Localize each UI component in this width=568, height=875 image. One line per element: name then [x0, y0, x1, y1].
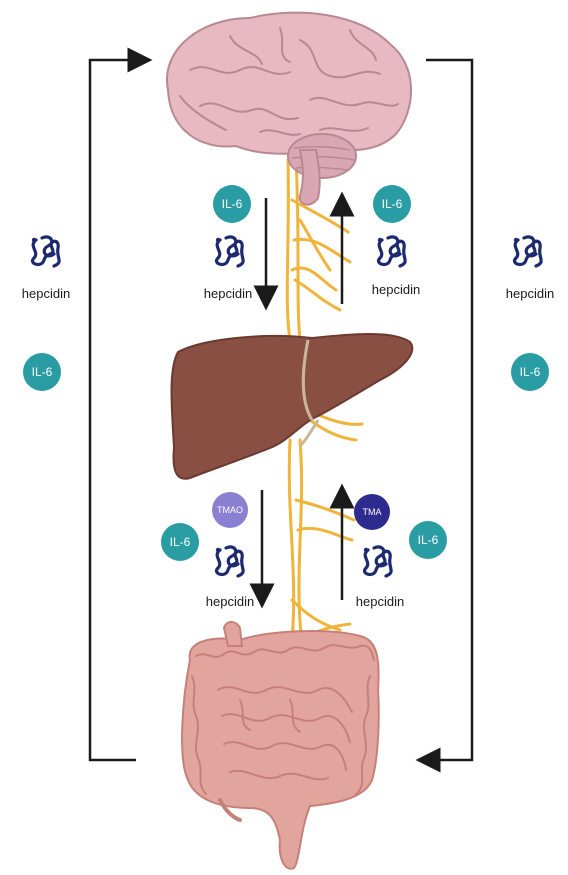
svg-text:IL-6: IL-6	[382, 197, 403, 211]
svg-text:TMA: TMA	[363, 507, 382, 517]
hepcidin-label-upper-right: hepcidin	[372, 282, 420, 297]
hepcidin-label-upper-left: hepcidin	[204, 286, 252, 301]
svg-text:IL-6: IL-6	[222, 197, 243, 211]
hepcidin-protein-icon	[216, 547, 243, 576]
hepcidin-protein-icon	[32, 237, 59, 266]
il6-badge-lower-left: IL-6	[161, 523, 199, 561]
hepcidin-label-left: hepcidin	[22, 286, 70, 301]
il6-badge-left: IL-6	[23, 353, 61, 391]
svg-text:IL-6: IL-6	[32, 365, 53, 379]
hepcidin-protein-icon	[514, 237, 541, 266]
hepcidin-protein-icon	[378, 237, 405, 266]
left-loop-arrow	[90, 60, 140, 760]
hepcidin-label-lower-left: hepcidin	[206, 594, 254, 609]
il6-badge-lower-right: IL-6	[409, 521, 447, 559]
svg-text:IL-6: IL-6	[170, 535, 191, 549]
hepcidin-protein-icon	[364, 547, 391, 576]
svg-text:IL-6: IL-6	[520, 365, 541, 379]
tma-badge: TMA	[354, 494, 390, 530]
intestine-icon	[182, 622, 379, 869]
hepcidin-protein-icon	[216, 237, 243, 266]
hepcidin-label-lower-right: hepcidin	[356, 594, 404, 609]
right-loop-arrow	[426, 60, 472, 760]
hepcidin-label-right: hepcidin	[506, 286, 554, 301]
svg-text:IL-6: IL-6	[418, 533, 439, 547]
il6-badge-upper-left: IL-6	[213, 185, 251, 223]
svg-text:TMAO: TMAO	[217, 505, 243, 515]
il6-badge-right: IL-6	[511, 353, 549, 391]
il6-badge-upper-right: IL-6	[373, 185, 411, 223]
liver-icon	[172, 334, 413, 479]
tmao-badge: TMAO	[212, 492, 248, 528]
